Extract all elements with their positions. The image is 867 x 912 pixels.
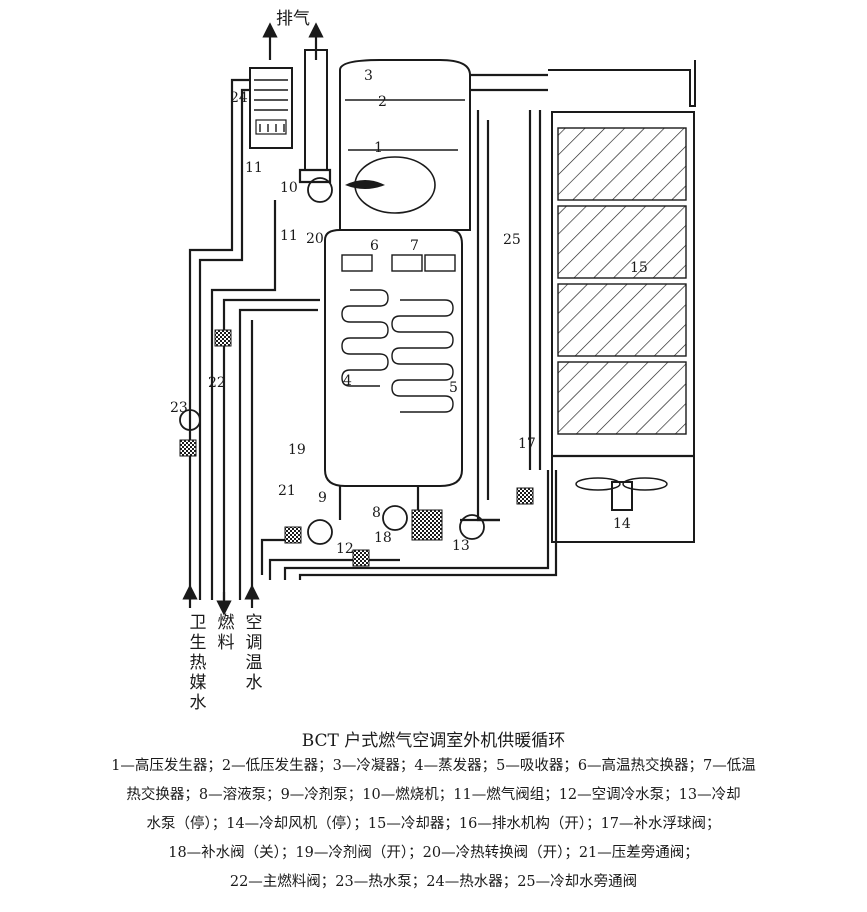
flue-stack xyxy=(298,49,332,184)
legend-line: 热交换器；8—溶液泵；9—冷剂泵；10—燃烧机；11—燃气阀组；12—空调冷水泵… xyxy=(126,787,741,803)
legend-line: 18—补水阀（关）；19—冷剂阀（开）；20—冷热转换阀（开）；21—压差旁通阀… xyxy=(168,845,699,861)
absorption-unit xyxy=(324,59,471,487)
exhaust-label: 排气 xyxy=(276,9,310,29)
num-8: 8 xyxy=(372,505,381,521)
caption-title: BCT 户式燃气空调室外机供暖循环 xyxy=(301,731,566,751)
num-20: 20 xyxy=(306,231,324,247)
num-23: 23 xyxy=(170,400,188,416)
legend-line: 22—主燃料阀；23—热水泵；24—热水器；25—冷却水旁通阀 xyxy=(229,874,638,890)
num-17: 17 xyxy=(518,436,536,452)
num-7: 7 xyxy=(410,238,419,254)
num-3: 3 xyxy=(364,68,373,84)
num-6: 6 xyxy=(370,238,379,254)
num-2: 2 xyxy=(378,94,387,110)
num-24: 24 xyxy=(230,90,248,106)
hot-water-heater xyxy=(249,67,293,149)
legend: 1—高压发生器；2—低压发生器；3—冷凝器；4—蒸发器；5—吸收器；6—高温热交… xyxy=(0,752,867,897)
legend-line: 1—高压发生器；2—低压发生器；3—冷凝器；4—蒸发器；5—吸收器；6—高温热交… xyxy=(111,758,756,774)
inlet-label-ac-water: 空调温水 xyxy=(246,613,263,693)
num-21: 21 xyxy=(278,483,296,499)
num-10: 10 xyxy=(280,180,298,196)
num-12: 12 xyxy=(336,541,354,557)
num-14: 14 xyxy=(613,516,631,532)
component-numbers: 1 2 3 4 5 6 7 8 9 10 11 11 12 13 14 15 1… xyxy=(170,68,648,557)
num-11-top: 11 xyxy=(245,160,263,176)
cooler xyxy=(548,60,696,543)
num-15: 15 xyxy=(630,260,648,276)
num-22: 22 xyxy=(208,375,226,391)
num-4: 4 xyxy=(343,373,352,389)
num-18: 18 xyxy=(374,530,392,546)
pumps-and-filters xyxy=(179,177,534,567)
num-1: 1 xyxy=(374,140,383,156)
exhaust-arrows: 排气 xyxy=(262,9,324,60)
pipe-network xyxy=(188,73,558,600)
num-13: 13 xyxy=(452,538,470,554)
inlet-label-sanitary-water: 卫生热媒水 xyxy=(190,613,207,713)
inlet-label-fuel: 燃料 xyxy=(218,613,235,653)
num-11: 11 xyxy=(280,228,298,244)
num-5: 5 xyxy=(449,380,458,396)
num-9: 9 xyxy=(318,490,327,506)
num-25: 25 xyxy=(503,232,521,248)
num-19: 19 xyxy=(288,442,306,458)
legend-line: 水泵（停）；14—冷却风机（停）；15—冷却器；16—排水机构（开）；17—补水… xyxy=(146,816,721,832)
inlet-arrows xyxy=(182,584,260,616)
